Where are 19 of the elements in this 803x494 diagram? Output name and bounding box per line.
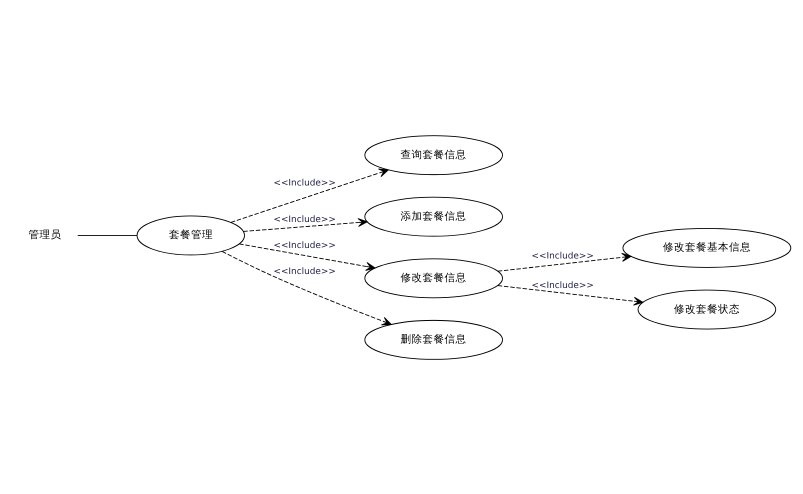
arrow <box>222 250 392 325</box>
arrow <box>230 168 389 222</box>
arrow <box>238 242 376 270</box>
node-ellipse: 添加套餐信息 <box>364 196 503 236</box>
edge-label: <<Include>> <box>274 178 336 188</box>
edge-label: <<Include>> <box>532 280 594 291</box>
edge-label: <<Include>> <box>532 251 594 262</box>
arrow <box>242 218 368 232</box>
node-ellipse: 查询套餐信息 <box>364 134 503 175</box>
node-ellipse: 修改套餐状态 <box>638 289 776 329</box>
node-ellipse: 删除套餐信息 <box>364 319 503 360</box>
edge-label: <<Include>> <box>274 214 336 225</box>
connector <box>77 234 138 236</box>
arrow <box>497 284 644 306</box>
arrow <box>497 252 632 272</box>
edge-label: <<Include>> <box>274 240 336 250</box>
edge-label: <<Include>> <box>274 266 336 276</box>
node-text: 管理员 <box>28 228 62 241</box>
node-ellipse: 套餐管理 <box>136 215 245 255</box>
